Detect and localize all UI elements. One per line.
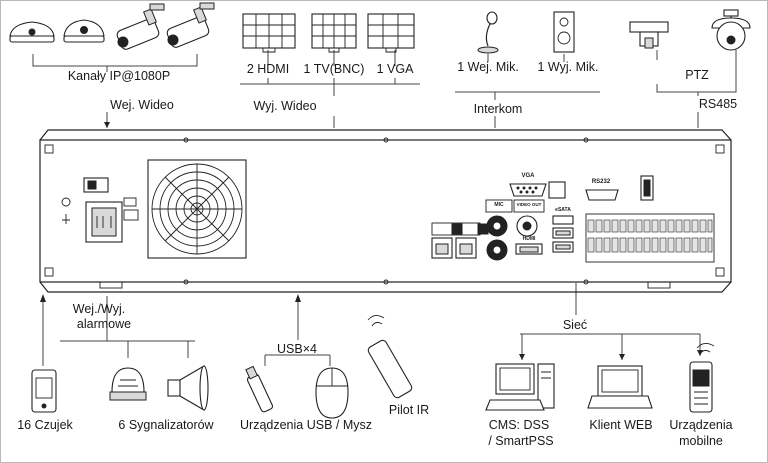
ip-camera-icons xyxy=(9,2,215,50)
siren-icons xyxy=(109,365,209,411)
network-label: Sieć xyxy=(562,318,588,332)
laptop-icon xyxy=(587,365,653,409)
top-connectors xyxy=(32,50,737,128)
video-out-label: Wyj. Wideo xyxy=(253,99,317,113)
ir-remote-icon xyxy=(367,315,413,399)
mobile-label-line2: mobilne xyxy=(679,434,723,448)
ir-remote-label: Pilot IR xyxy=(388,403,430,417)
sensors-label: 16 Czujek xyxy=(17,418,73,432)
hdmi-port-label: HDMI xyxy=(522,236,536,242)
monitor-icons xyxy=(242,13,415,53)
usb-count-label: USB×4 xyxy=(277,342,317,356)
dvr-rear-panel xyxy=(39,129,732,293)
rs485-label: RS485 xyxy=(698,97,738,111)
hdmi-label: 2 HDMI xyxy=(246,62,290,76)
sirens-label: 6 Sygnalizatorów xyxy=(118,418,214,432)
usb-drive-icon xyxy=(245,365,274,413)
ip-channels-label: Kanały IP@1080P xyxy=(67,69,171,83)
alarm-io-label-line1: Wej./Wyj. xyxy=(72,302,126,316)
mobile-label-line1: Urządzenia xyxy=(669,418,733,432)
tv-bnc-label: 1 TV(BNC) xyxy=(303,62,365,76)
web-client-label: Klient WEB xyxy=(589,418,653,432)
sensor-icon xyxy=(31,369,57,413)
mic-out-label: 1 Wyj. Mik. xyxy=(537,60,599,74)
ptz-label: PTZ xyxy=(685,68,709,82)
video-out-port-label: VIDEO OUT xyxy=(516,202,542,207)
vga-label: 1 VGA xyxy=(376,62,414,76)
mobile-phone-icon xyxy=(689,343,715,413)
rs232-port-label: RS232 xyxy=(591,179,611,185)
esata-port-label: eSATA xyxy=(555,207,571,213)
intercom-label: Interkom xyxy=(473,102,523,116)
vga-port-label: VGA xyxy=(521,173,535,179)
video-in-label: Wej. Wideo xyxy=(110,98,174,112)
mic-port-label: MIC xyxy=(494,202,504,208)
mic-in-label: 1 Wej. Mik. xyxy=(457,60,519,74)
intercom-icons xyxy=(477,11,575,54)
alarm-io-label-line2: alarmowe xyxy=(76,317,132,331)
cms-pc-icon xyxy=(485,363,555,411)
alarm-terminal-block xyxy=(587,219,713,253)
usb-devices-label: Urządzenia USB / Mysz xyxy=(240,418,372,432)
cms-label-line1: CMS: DSS xyxy=(488,418,550,432)
mouse-icon xyxy=(315,367,349,419)
ptz-camera-icons xyxy=(629,9,751,51)
cms-label-line2: / SmartPSS xyxy=(488,434,554,448)
